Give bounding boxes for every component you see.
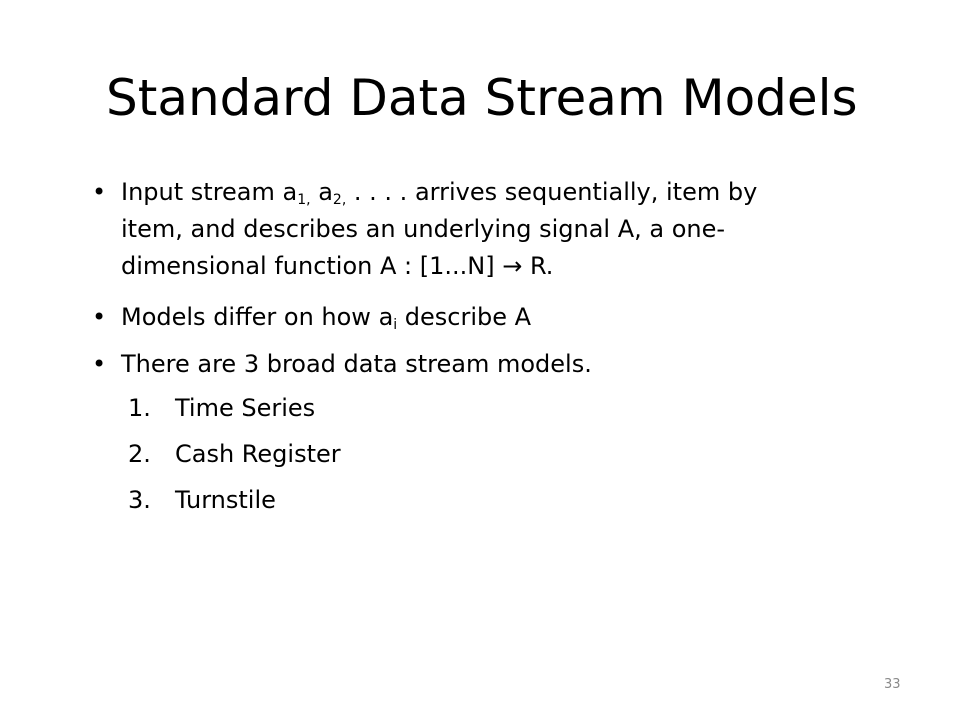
numbered-item-number: 2. bbox=[128, 440, 151, 468]
bullet-text-segment: Input stream a bbox=[121, 178, 298, 206]
slide-title: Standard Data Stream Models bbox=[106, 69, 858, 127]
numbered-item-text: Time Series bbox=[175, 394, 316, 422]
bullet-text: Models differ on how ai describe A bbox=[121, 299, 821, 336]
bullet-dot-icon: • bbox=[92, 350, 107, 378]
bullet-dot-icon: • bbox=[92, 178, 107, 206]
bullet-text-segment: . . . . arrives sequentially, item by it… bbox=[121, 178, 758, 280]
subscript: i bbox=[393, 317, 398, 333]
bullet-text-segment: describe A bbox=[397, 303, 532, 331]
numbered-item-text: Cash Register bbox=[175, 440, 341, 468]
numbered-item-number: 3. bbox=[128, 486, 151, 514]
bullet-text-segment: a bbox=[310, 178, 333, 206]
bullet-text: Input stream a1, a2, . . . . arrives seq… bbox=[121, 174, 811, 285]
numbered-item-number: 1. bbox=[128, 394, 151, 422]
subscript: 1, bbox=[297, 192, 311, 208]
subscript: 2, bbox=[332, 192, 347, 208]
numbered-item-text: Turnstile bbox=[175, 486, 276, 514]
slide-number: 33 bbox=[884, 677, 901, 692]
bullet-text: There are 3 broad data stream models. bbox=[121, 350, 592, 378]
bullet-text-segment: Models differ on how a bbox=[121, 303, 394, 331]
bullet-dot-icon: • bbox=[92, 303, 107, 331]
